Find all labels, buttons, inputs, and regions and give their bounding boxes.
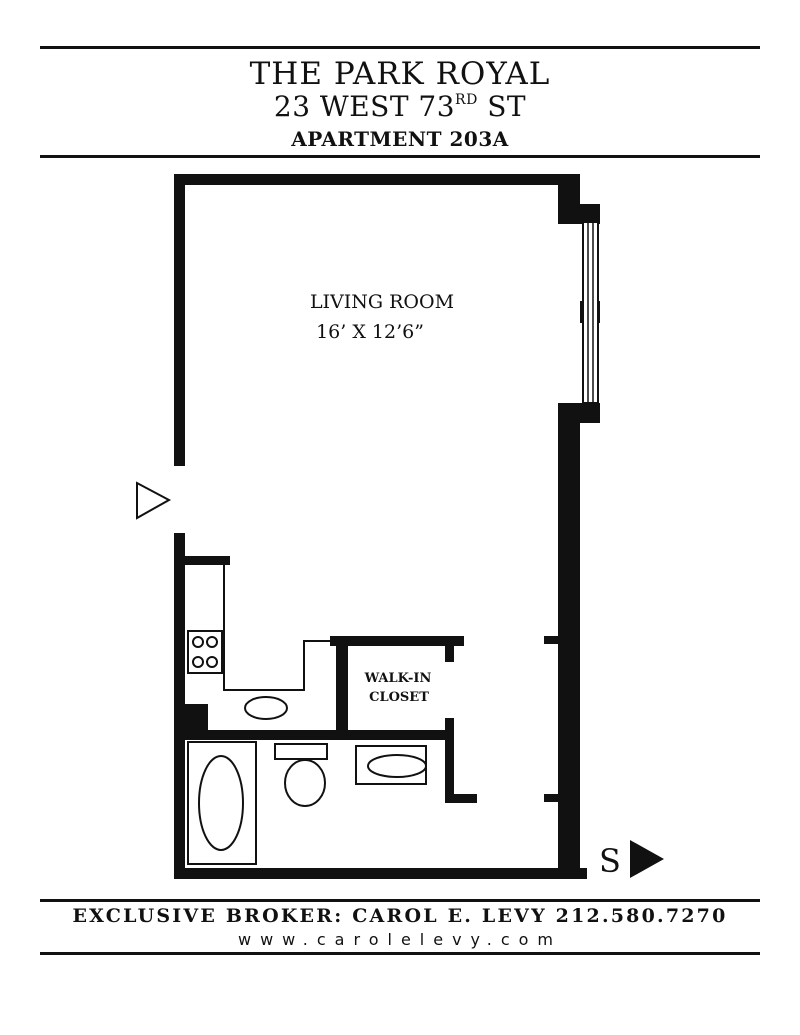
- bathtub-icon: [187, 741, 257, 865]
- closet-label-line2: CLOSET: [369, 690, 429, 705]
- kitchen-sink-icon: [244, 696, 288, 720]
- window-frame: [582, 221, 599, 404]
- south-arrow-icon: [630, 840, 664, 878]
- north-wall: [174, 174, 580, 185]
- address-suffix: ST: [477, 90, 527, 123]
- bottom-rule: [40, 952, 760, 955]
- east-wall-window-jamb-top: [558, 204, 600, 224]
- address-ordinal: RD: [455, 92, 478, 108]
- closet-west-wall: [336, 636, 348, 734]
- living-room-dimensions: 16’ X 12’6”: [316, 321, 424, 343]
- east-wall-lower: [558, 403, 580, 879]
- entry-arrow-icon: [136, 481, 172, 520]
- stove-icon: [187, 630, 223, 674]
- living-wall-nib-top: [544, 636, 560, 644]
- kitchen: [178, 556, 330, 734]
- closet-label-line1: WALK-IN: [364, 671, 432, 686]
- top-rule: [40, 46, 760, 49]
- bathroom: [178, 730, 454, 865]
- broker-contact: EXCLUSIVE BROKER: CAROL E. LEVY 212.580.…: [72, 905, 728, 927]
- compass: S: [599, 840, 664, 880]
- living-wall-nib-bottom: [544, 794, 560, 802]
- chase-block: [178, 704, 208, 734]
- kitchen-partition: [178, 556, 230, 565]
- website-link[interactable]: www.carolelevy.com: [238, 930, 562, 949]
- window: [582, 221, 599, 404]
- header-bottom-rule: [40, 155, 760, 158]
- living-room-label: LIVING ROOM: [310, 291, 454, 313]
- closet-east-stub: [445, 636, 454, 662]
- building-name: THE PARK ROYAL: [249, 56, 551, 92]
- address-prefix: 23 WEST 73: [273, 90, 456, 123]
- bathroom-north-wall: [178, 730, 454, 740]
- building-address: 23 WEST 73RD ST: [0, 90, 800, 123]
- footer-top-rule: [40, 899, 760, 902]
- bathroom-sink-icon: [355, 745, 427, 785]
- closet-east-wall-lower: [445, 718, 454, 802]
- west-wall-upper: [174, 174, 185, 466]
- kitchen-counter: [223, 565, 320, 691]
- closet-walls: [330, 636, 560, 803]
- south-wall: [174, 868, 587, 879]
- closet-south-return: [445, 794, 477, 803]
- compass-label: S: [599, 842, 621, 880]
- closet-north-wall: [330, 636, 464, 646]
- toilet-icon: [274, 743, 328, 807]
- apartment-number: APARTMENT 203A: [291, 127, 509, 151]
